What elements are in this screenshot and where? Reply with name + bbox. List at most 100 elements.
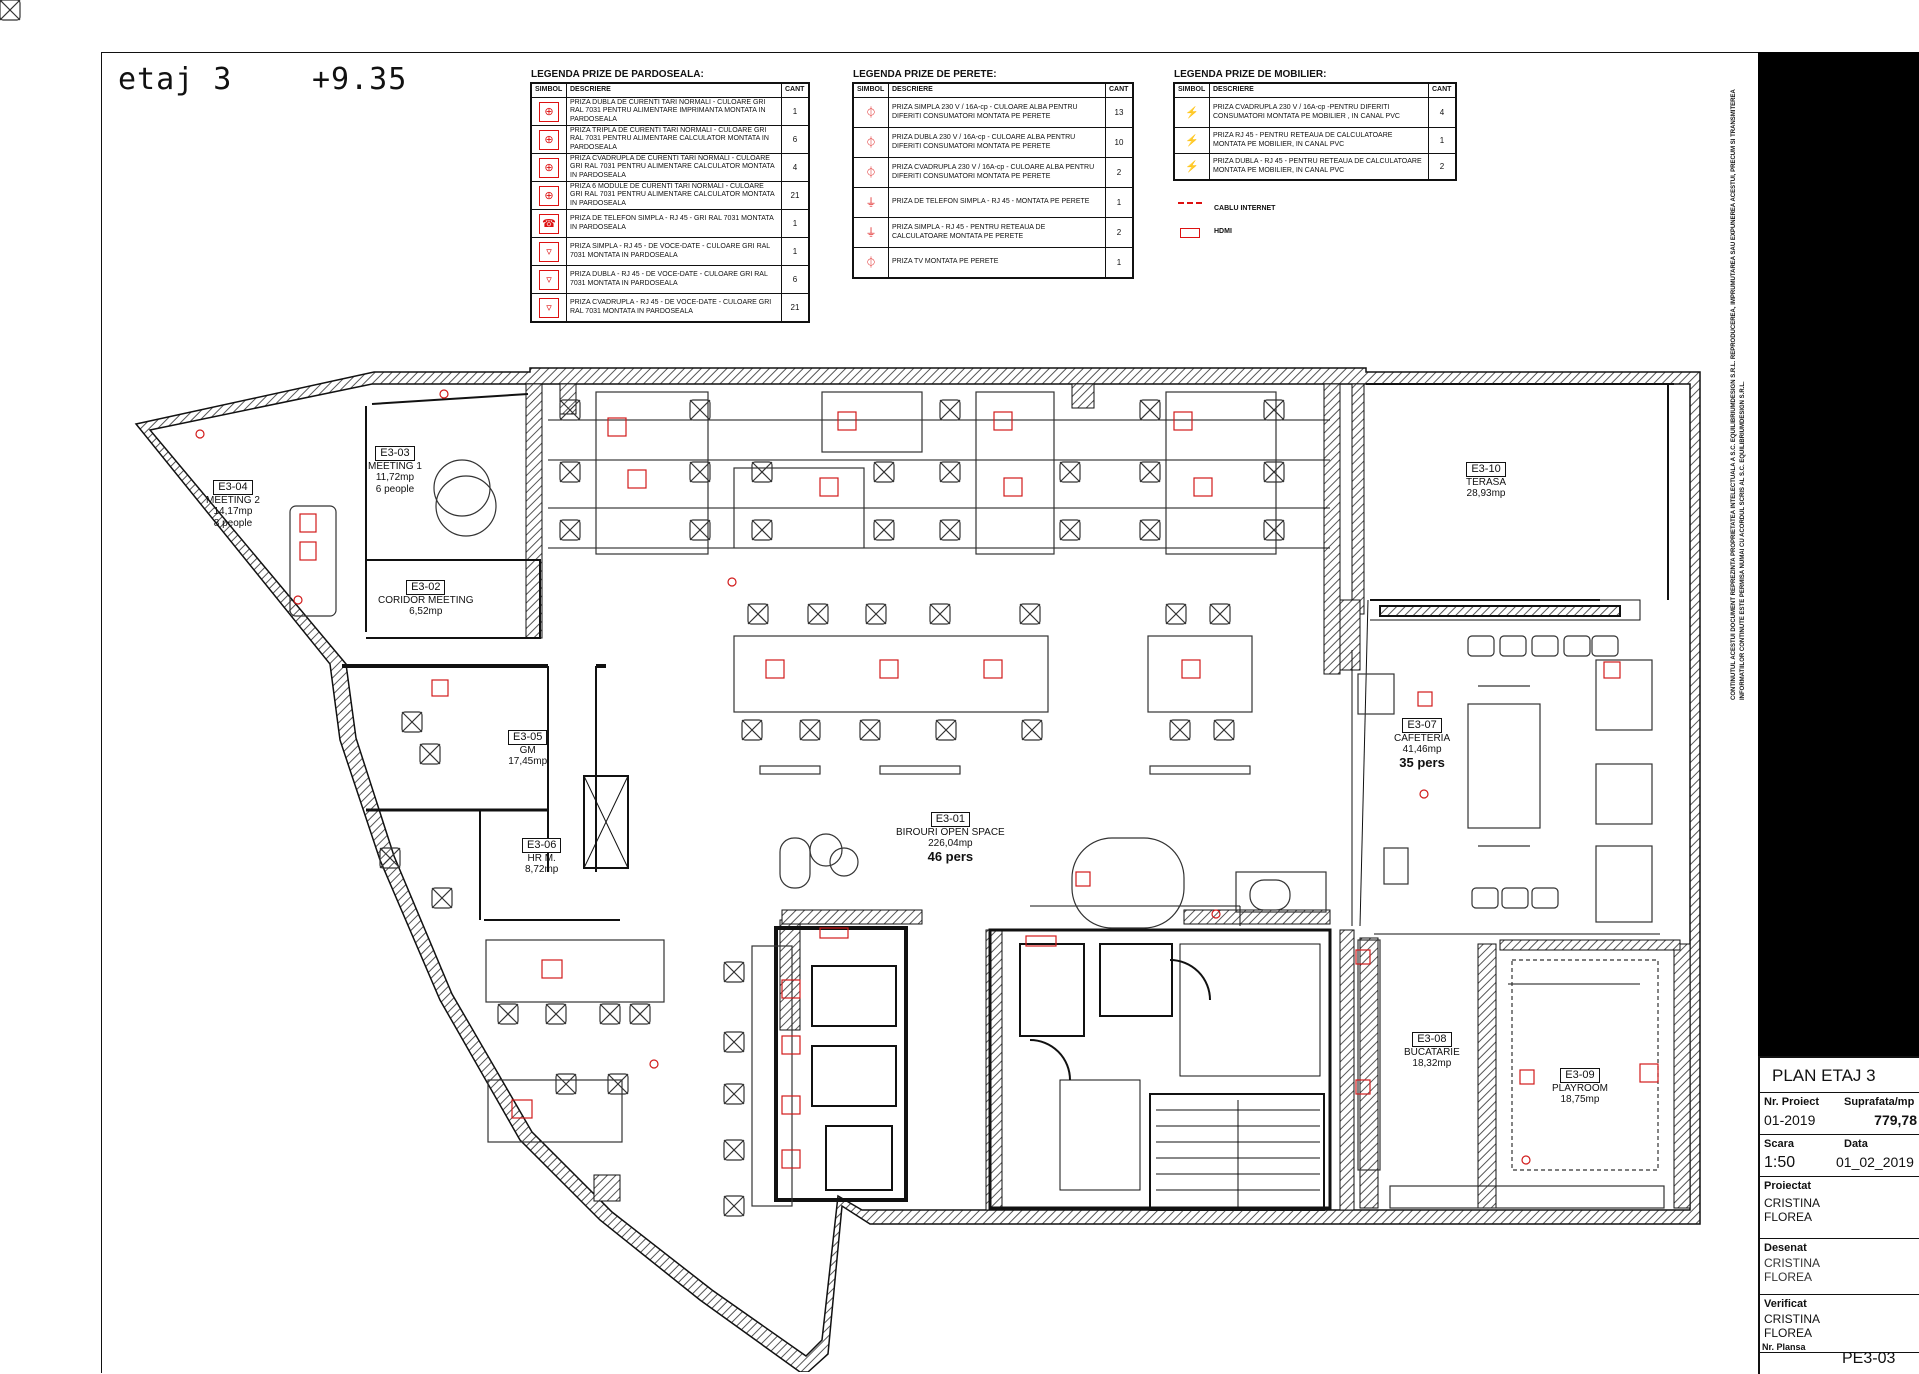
room-code: E3-07: [1402, 718, 1442, 733]
room-name: GM: [519, 744, 536, 756]
wall-tv-socket-icon: ⏀: [865, 256, 877, 269]
legend-floor-desc: PRIZA SIMPLA - RJ 45 - DE VOCE-DATE - CU…: [566, 237, 782, 266]
legend-furniture-desc: PRIZA RJ 45 - PENTRU RETEAUA DE CALCULAT…: [1209, 127, 1429, 154]
room-e3-04: E3-04 MEETING 2 14,17mp 8 people: [206, 480, 260, 529]
legend-floor-desc: PRIZA DUBLA DE CURENTI TARI NORMALI - CU…: [566, 97, 782, 126]
room-e3-09: E3-09 PLAYROOM 18,75mp: [1552, 1068, 1608, 1106]
socket-markers: [195, 389, 1659, 1169]
room-area: 6,52mp: [409, 606, 443, 618]
room-name: BIROURI OPEN SPACE: [896, 826, 1005, 838]
room-name: MEETING 2: [206, 494, 260, 506]
tb-drawn-value: CRISTINA FLOREA: [1764, 1256, 1820, 1284]
room-e3-05: E3-05 GM 17,45mp: [508, 730, 548, 768]
room-e3-06: E3-06 HR M. 8,72mp: [522, 838, 562, 876]
legend-wall-table: SIMBOL DESCRIERE CANT ⏀PRIZA SIMPLA 230 …: [852, 82, 1134, 279]
tb-project-label: Nr. Proiect: [1764, 1096, 1820, 1108]
room-area: 11,72mp: [375, 472, 415, 484]
internet-cable-icon: [1178, 202, 1202, 206]
room-name: HR M.: [527, 852, 556, 864]
room-e3-02: E3-02 CORIDOR MEETING 6,52mp: [378, 580, 474, 618]
title-block: PLAN ETAJ 3 Nr. Proiect 01-2019 Suprafat…: [1758, 1056, 1919, 1374]
legend-furniture-count: 1: [1428, 127, 1456, 154]
building-core: [774, 926, 1332, 1211]
tb-sheet-value: PE3-03: [1842, 1350, 1896, 1367]
room-code: E3-04: [213, 480, 253, 495]
room-area: 17,45mp: [508, 756, 548, 768]
room-people: 46 pers: [927, 848, 974, 864]
room-code: E3-09: [1560, 1068, 1600, 1083]
wall-phone-socket-icon: ⏚: [865, 196, 877, 209]
tb-date-value: 01_02_2019: [1836, 1154, 1914, 1170]
legend-floor-desc: PRIZA DUBLA - RJ 45 - DE VOCE-DATE - CUL…: [566, 265, 782, 294]
legend-wall-desc: PRIZA DE TELEFON SIMPLA - RJ 45 - MONTAT…: [888, 187, 1106, 218]
room-area: 18,75mp: [1560, 1094, 1600, 1106]
tb-scale-value: 1:50: [1764, 1154, 1796, 1171]
room-name: CORIDOR MEETING: [378, 594, 474, 606]
tb-sheet-label: Nr. Plansa: [1762, 1342, 1806, 1352]
room-area: 14,17mp: [213, 506, 253, 518]
wall-single-socket-icon: ⏀: [865, 106, 877, 119]
legend-wall-count: 10: [1105, 127, 1133, 158]
tb-checked-row: Verificat CRISTINA FLOREA: [1760, 1296, 1919, 1353]
legend-floor-desc: PRIZA CVADRUPLA - RJ 45 - DE VOCE-DATE -…: [566, 293, 782, 322]
hdmi-icon: [1180, 228, 1200, 238]
room-code: E3-02: [406, 580, 446, 595]
wall-quad-socket-icon: ⏀: [865, 166, 877, 179]
furniture-rj45-socket-icon: ⚡: [1185, 134, 1199, 147]
room-code: E3-06: [522, 838, 562, 853]
floor-data-double-icon: ▿: [539, 269, 559, 290]
room-area: 28,93mp: [1466, 488, 1506, 500]
floor-6-module-socket-icon: ⊕: [539, 185, 559, 206]
legend-wall-count: 1: [1105, 247, 1133, 278]
room-code: E3-03: [375, 446, 415, 461]
room-name: CAFETERIA: [1394, 732, 1451, 744]
room-e3-08: E3-08 BUCATARIE 18,32mp: [1404, 1032, 1460, 1070]
tb-title-row: PLAN ETAJ 3: [1760, 1058, 1919, 1093]
exterior-walls: [134, 367, 1701, 1372]
room-people: 35 pers: [1399, 754, 1445, 770]
wall-data-socket-icon: ⏚: [865, 226, 877, 239]
legend-floor-count: 1: [781, 237, 809, 266]
legend-wall-count: 2: [1105, 217, 1133, 248]
tb-date-label: Data: [1844, 1138, 1868, 1150]
room-people: 8 people: [213, 517, 253, 529]
legend-wall-count: 13: [1105, 97, 1133, 128]
open-space-lines: [548, 383, 1674, 985]
chairs: [0, 0, 1285, 1217]
floor-data-single-icon: ▿: [539, 241, 559, 262]
room-name: MEETING 1: [368, 460, 422, 472]
terrace: [1366, 383, 1674, 617]
furniture-rj45-double-icon: ⚡: [1185, 160, 1199, 173]
room-code: E3-08: [1412, 1032, 1452, 1047]
tb-drawn-row: Desenat CRISTINA FLOREA: [1760, 1240, 1919, 1295]
cafeteria-furniture: [1357, 635, 1665, 1209]
furniture-quad-socket-icon: ⚡: [1185, 106, 1199, 119]
floor-label: etaj 3: [118, 62, 233, 97]
legend-floor-desc: PRIZA TRIPLA DE CURENTI TARI NORMALI - C…: [566, 125, 782, 154]
wall-double-socket-icon: ⏀: [865, 136, 877, 149]
tb-drawn-label: Desenat: [1764, 1242, 1807, 1254]
room-e3-10: E3-10 TERASA 28,93mp: [1466, 462, 1506, 500]
legend-wall-count: 1: [1105, 187, 1133, 218]
legend-furniture-count: 2: [1428, 153, 1456, 180]
tb-title: PLAN ETAJ 3: [1772, 1066, 1876, 1085]
tb-scale-label: Scara: [1764, 1138, 1794, 1150]
legend-floor-count: 21: [781, 181, 809, 210]
tb-area-value: 779,78: [1874, 1112, 1917, 1128]
tb-project-value: 01-2019: [1764, 1112, 1816, 1128]
legend-extra-hdmi: HDMI: [1214, 228, 1232, 235]
tb-project-row: Nr. Proiect 01-2019 Suprafata/mp 779,78: [1760, 1094, 1919, 1135]
legend-wall-desc: PRIZA SIMPLA - RJ 45 - PENTRU RETEAUA DE…: [888, 217, 1106, 248]
floor-triple-socket-icon: ⊕: [539, 129, 559, 150]
tb-scale-row: Scara 1:50 Data 01_02_2019: [1760, 1136, 1919, 1177]
room-name: BUCATARIE: [1404, 1046, 1460, 1058]
workstations: [289, 391, 1327, 1207]
room-e3-01: E3-01 BIROURI OPEN SPACE 226,04mp 46 per…: [896, 812, 1005, 865]
room-e3-03: E3-03 MEETING 1 11,72mp 6 people: [368, 446, 422, 495]
tb-area-label: Suprafata/mp: [1844, 1096, 1915, 1108]
legend-floor-count: 21: [781, 293, 809, 322]
staircase: [1156, 1100, 1320, 1208]
title-block-black-bar: [1758, 52, 1919, 1056]
